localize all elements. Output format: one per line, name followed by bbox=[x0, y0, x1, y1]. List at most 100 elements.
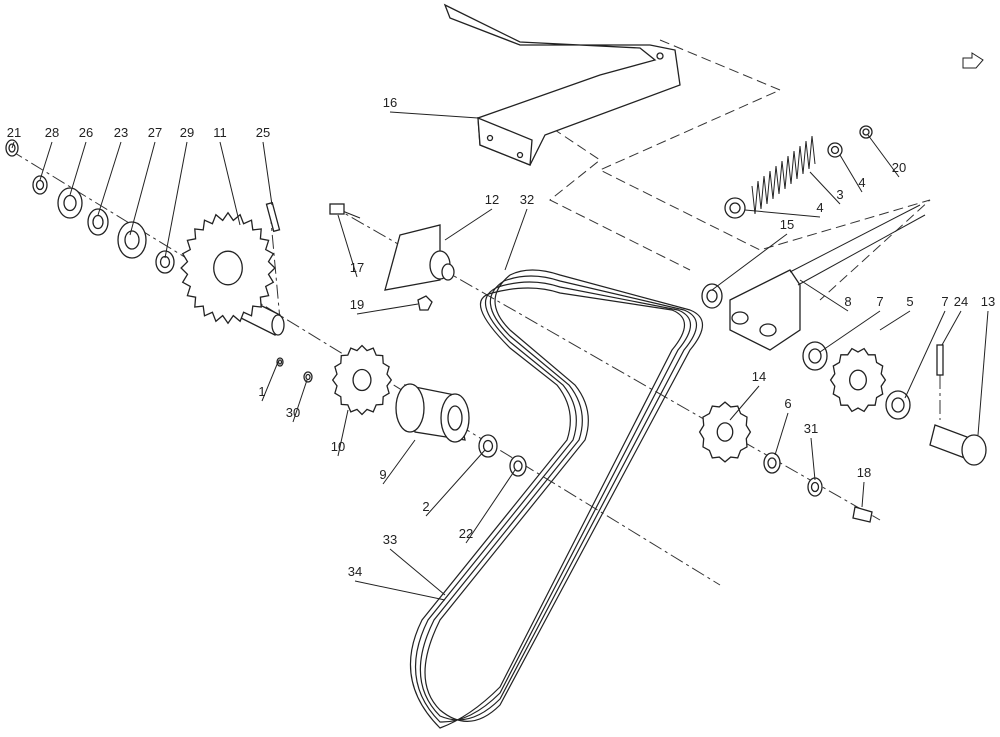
leader-c19 bbox=[356, 303, 419, 315]
callout-c4b: 4 bbox=[816, 200, 823, 215]
callout-c27: 27 bbox=[148, 125, 162, 140]
leader-lines bbox=[11, 111, 989, 601]
belt-rib bbox=[424, 269, 704, 722]
leader-c16 bbox=[389, 111, 479, 119]
ring-part bbox=[724, 197, 746, 219]
callout-c30: 30 bbox=[286, 405, 300, 420]
ring-part bbox=[57, 187, 83, 219]
leader-c4b bbox=[744, 209, 821, 218]
callout-c13: 13 bbox=[981, 294, 995, 309]
leader-c7a bbox=[819, 310, 881, 353]
callout-c4a: 4 bbox=[858, 175, 865, 190]
mounting-bracket bbox=[443, 3, 681, 166]
leader-c31 bbox=[810, 437, 816, 481]
callout-c31: 31 bbox=[804, 421, 818, 436]
leader-c18 bbox=[861, 481, 865, 508]
ring-part bbox=[802, 341, 828, 371]
callout-c8: 8 bbox=[844, 294, 851, 309]
sprocket-14 bbox=[698, 401, 752, 463]
sprocket-11 bbox=[180, 211, 276, 325]
leader-c25 bbox=[262, 141, 273, 206]
leader-c29 bbox=[164, 141, 188, 259]
leader-c17 bbox=[337, 214, 358, 278]
leader-c26 bbox=[69, 141, 87, 196]
drive-belt bbox=[409, 269, 704, 729]
ring-part bbox=[117, 221, 147, 259]
sprocket-10 bbox=[331, 344, 393, 416]
callout-c26: 26 bbox=[79, 125, 93, 140]
callout-c32: 32 bbox=[520, 192, 534, 207]
leader-c27 bbox=[129, 141, 156, 236]
ring-part bbox=[87, 208, 109, 236]
callout-c1: 1 bbox=[258, 384, 265, 399]
leader-c8 bbox=[799, 279, 849, 312]
leader-c11 bbox=[219, 141, 241, 226]
ring-part bbox=[807, 477, 823, 497]
forward-arrow-icon[interactable] bbox=[962, 52, 984, 69]
callout-c22: 22 bbox=[459, 526, 473, 541]
leader-c23 bbox=[97, 141, 122, 216]
leader-c21 bbox=[11, 141, 15, 149]
callout-c23: 23 bbox=[114, 125, 128, 140]
callout-c16: 16 bbox=[383, 95, 397, 110]
callout-c34: 34 bbox=[348, 564, 362, 579]
leader-c15 bbox=[711, 233, 788, 291]
idler-pulley bbox=[395, 383, 470, 443]
ring-part bbox=[303, 371, 313, 383]
leader-c24 bbox=[941, 310, 962, 346]
callout-c5: 5 bbox=[906, 294, 913, 309]
leader-c13 bbox=[977, 310, 989, 436]
belt-rib bbox=[415, 281, 692, 723]
leader-c30 bbox=[292, 379, 308, 423]
leader-c7b bbox=[904, 310, 946, 399]
bearings-and-washers bbox=[5, 125, 911, 497]
ring-part bbox=[701, 283, 723, 309]
belt-rib bbox=[419, 275, 698, 721]
callout-c17: 17 bbox=[350, 260, 364, 275]
callout-c12: 12 bbox=[485, 192, 499, 207]
sprocket-5 bbox=[829, 347, 887, 413]
callout-c2: 2 bbox=[422, 499, 429, 514]
leader-c32 bbox=[504, 208, 528, 271]
leader-c10 bbox=[337, 409, 349, 457]
callout-c24: 24 bbox=[954, 294, 968, 309]
ring-part bbox=[32, 175, 48, 195]
callout-c7a: 7 bbox=[876, 294, 883, 309]
callout-c10: 10 bbox=[331, 439, 345, 454]
leader-c1 bbox=[261, 361, 279, 402]
pivot-pin bbox=[852, 344, 987, 523]
ring-part bbox=[763, 452, 781, 474]
callout-c28: 28 bbox=[45, 125, 59, 140]
callout-c9: 9 bbox=[379, 467, 386, 482]
leader-c33 bbox=[389, 548, 446, 596]
callout-c19: 19 bbox=[350, 297, 364, 312]
leader-c28 bbox=[39, 141, 53, 181]
callout-c25: 25 bbox=[256, 125, 270, 140]
callout-c14: 14 bbox=[752, 369, 766, 384]
callout-c33: 33 bbox=[383, 532, 397, 547]
leader-c9 bbox=[382, 439, 416, 485]
ring-part bbox=[509, 455, 527, 477]
callout-c18: 18 bbox=[857, 465, 871, 480]
ring-part bbox=[827, 142, 843, 158]
idler-mount-plate bbox=[329, 203, 455, 311]
leader-c5 bbox=[879, 310, 911, 331]
sprockets bbox=[180, 211, 887, 463]
leader-c34 bbox=[354, 580, 446, 601]
callout-c7b: 7 bbox=[941, 294, 948, 309]
leader-c4a bbox=[839, 154, 863, 193]
tension-spring bbox=[751, 135, 816, 215]
ring-part bbox=[155, 250, 175, 274]
callout-c15: 15 bbox=[780, 217, 794, 232]
leader-c3 bbox=[809, 171, 841, 205]
leader-c2 bbox=[425, 449, 486, 517]
leader-c22 bbox=[465, 469, 516, 544]
ring-part bbox=[276, 357, 284, 367]
leader-c20 bbox=[867, 134, 900, 178]
leader-c12 bbox=[444, 208, 493, 241]
ring-part bbox=[885, 390, 911, 420]
ring-part bbox=[859, 125, 873, 139]
